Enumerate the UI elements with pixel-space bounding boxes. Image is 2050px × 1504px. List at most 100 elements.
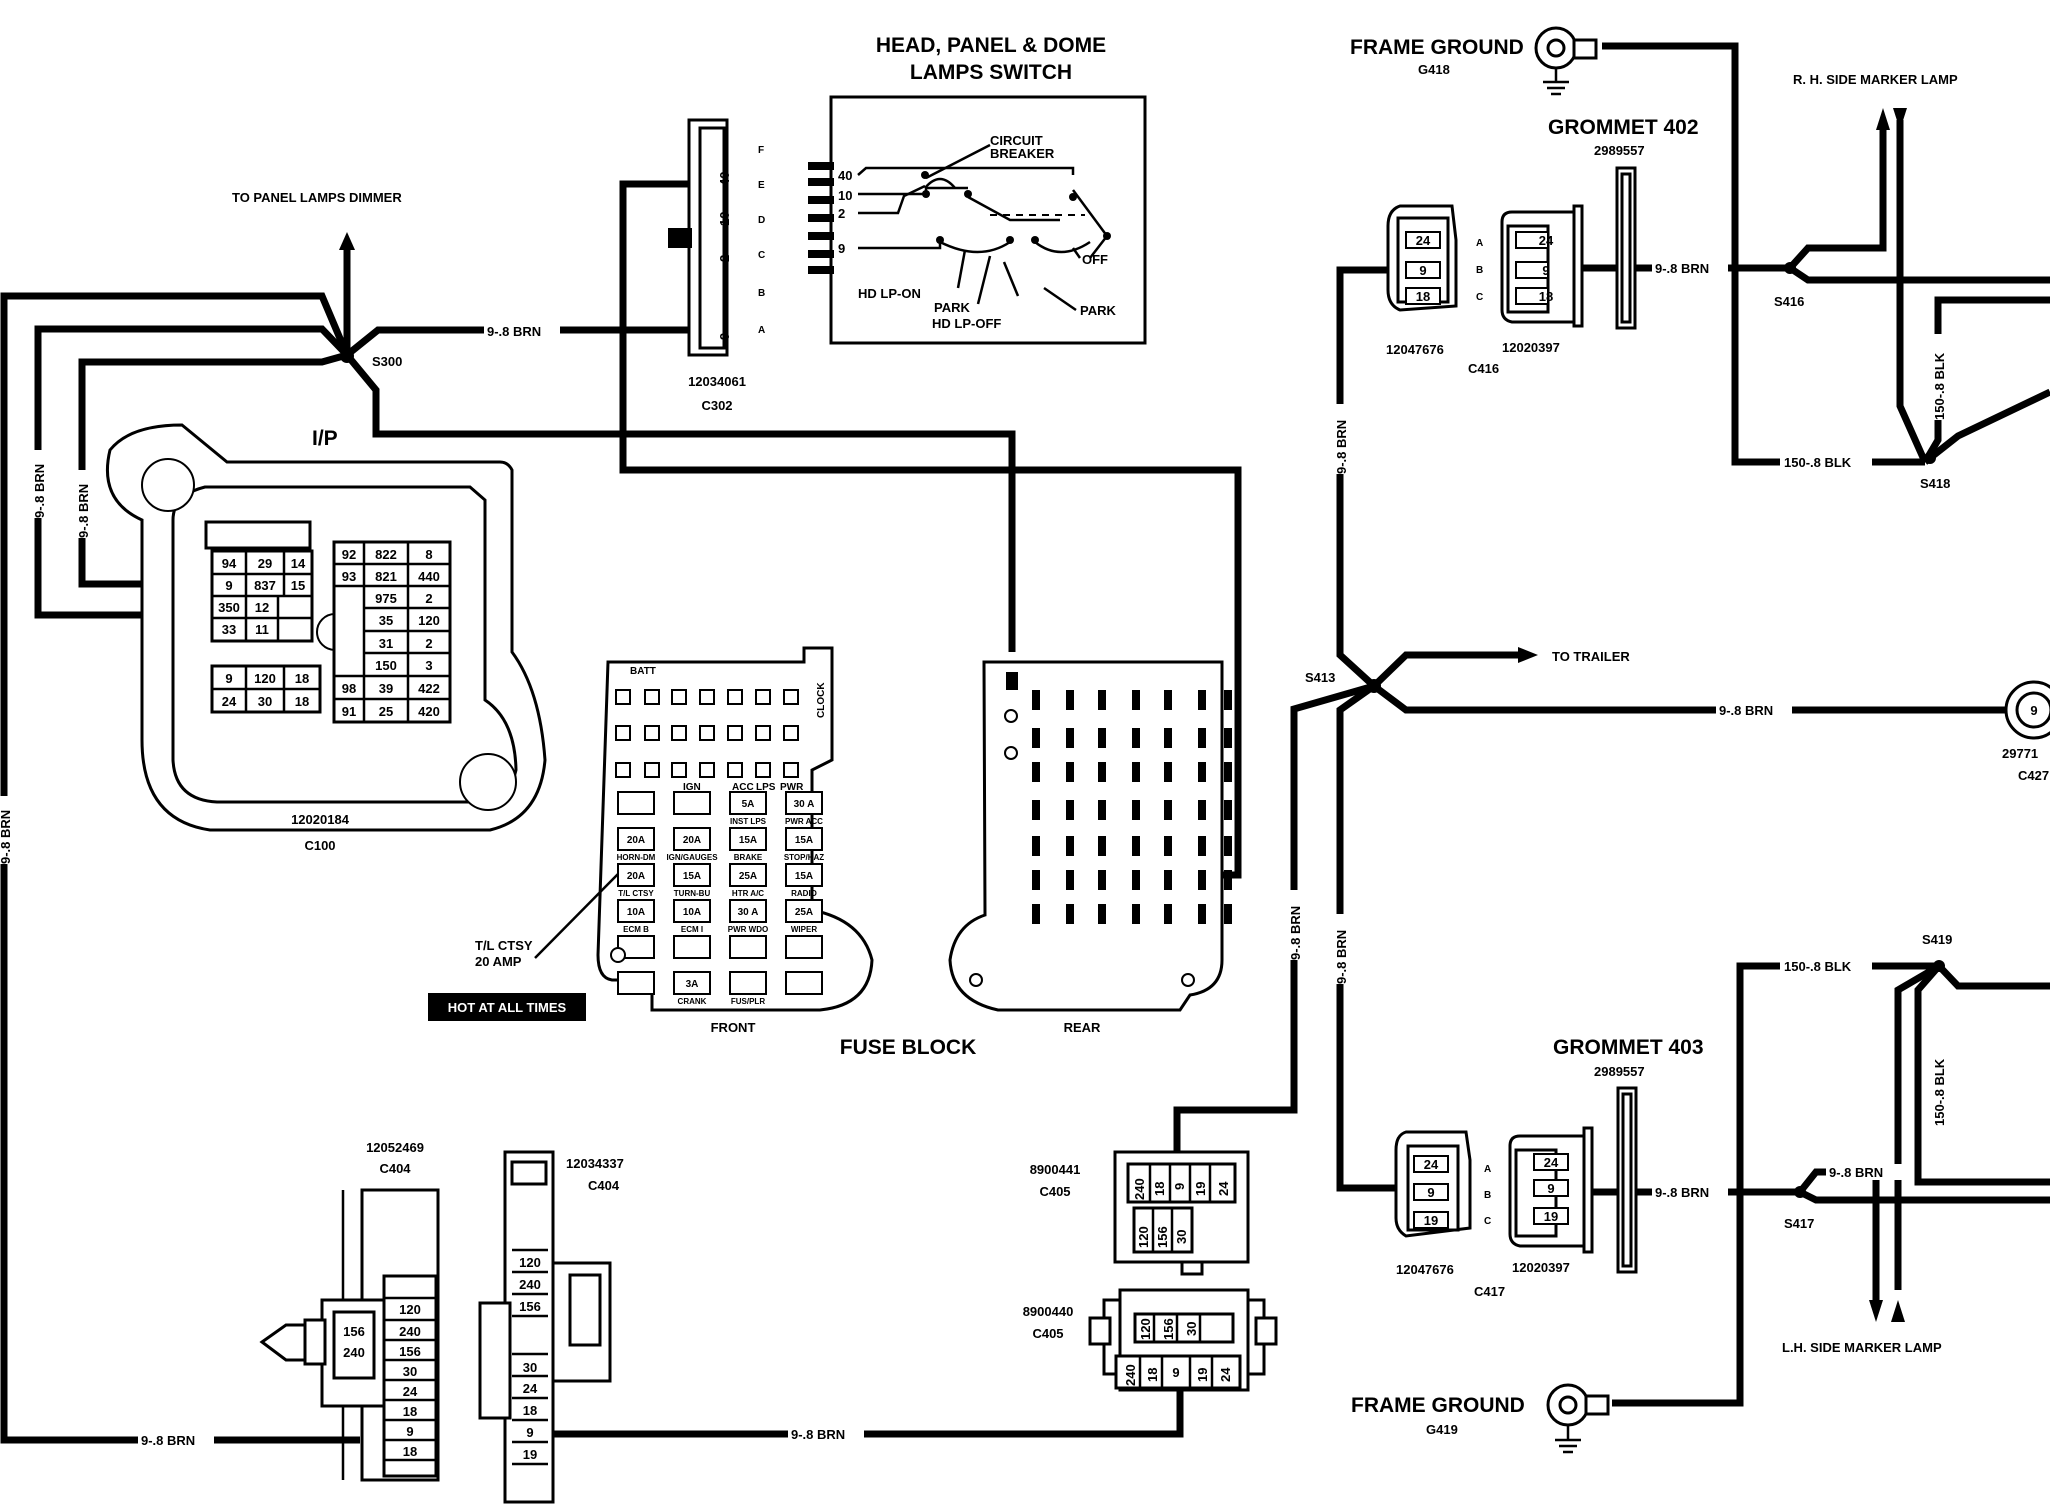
fuse-slot — [785, 827, 823, 851]
c417-m-19: 19 — [1544, 1209, 1558, 1224]
c302-letter-a: A — [758, 325, 765, 336]
ip-right-grid: 92 822 8 93 821 440 975 2 35 120 31 2 15… — [332, 540, 452, 724]
fuse-front-small-grid — [615, 689, 799, 778]
c405-top-18: 18 — [1152, 1182, 1167, 1196]
grommet-403-part: 2989557 — [1594, 1064, 1645, 1079]
rear-fuse-terminal — [1066, 904, 1074, 924]
rear-fuse-terminal — [1224, 836, 1232, 856]
ip-cell-b120: 120 — [254, 671, 276, 686]
rear-fuse-terminal — [1224, 728, 1232, 748]
c302-letter-c: C — [758, 250, 765, 261]
c302-pin-10: 10 — [717, 212, 732, 226]
rear-fuse-terminal — [1098, 690, 1106, 710]
c302-letter-f: F — [758, 145, 764, 156]
fuse-slot — [729, 791, 767, 815]
fuse-name: HTR A/C — [732, 889, 764, 898]
ip-cell-b24: 24 — [222, 694, 237, 709]
c405-bottom-name: C405 — [1032, 1326, 1063, 1341]
fuse-slot — [729, 935, 767, 959]
fuse-name: PWR ACC — [785, 817, 823, 826]
fuse-slot — [673, 791, 711, 815]
panel-lamps-label: TO PANEL LAMPS DIMMER — [232, 190, 402, 205]
s417-splice — [1794, 1186, 1806, 1198]
s413-area: 9-.8 BRN 9-.8 BRN 9-.8 BRN S413 TO TRAIL… — [1284, 404, 2050, 984]
ip-r-975: 975 — [375, 591, 397, 606]
c427-part: 29771 — [2002, 746, 2038, 761]
hot-at-all-times: HOT AT ALL TIMES — [448, 1000, 567, 1015]
wire-left-outer-loop — [0, 292, 360, 1444]
c404-right-pin-240: 240 — [519, 1277, 541, 1292]
wire-c405-s413 — [1173, 682, 1375, 1162]
c405-top-19: 19 — [1193, 1182, 1208, 1196]
rear-fuse-terminal — [1066, 690, 1074, 710]
rear-fuse-terminal — [1032, 690, 1040, 710]
frame-ground-top-name: G418 — [1418, 62, 1450, 77]
ip-cell-15: 15 — [291, 578, 305, 593]
ip-cell-14: 14 — [291, 556, 306, 571]
s300-area: TO PANEL LAMPS DIMMER S300 9-.8 BRN 9-.8… — [0, 190, 560, 864]
ip-r-420: 420 — [418, 704, 440, 719]
ip-r-39: 39 — [379, 681, 393, 696]
c404-left-plug-240: 240 — [343, 1345, 365, 1360]
wire-label-c404-left: 9-.8 BRN — [141, 1433, 195, 1448]
ip-r-2b: 2 — [425, 636, 432, 651]
ip-name: C100 — [304, 838, 335, 853]
switch-pos-hd-lp-on: HD LP-ON — [858, 286, 921, 301]
rear-fuse-terminal — [1164, 800, 1172, 820]
c417-letter-a: A — [1484, 1164, 1491, 1175]
s419-label: S419 — [1922, 932, 1952, 947]
c416-letter-c: C — [1476, 292, 1483, 303]
c302-letter-d: D — [758, 215, 765, 226]
wire-s419-down — [1894, 962, 1941, 1290]
s417-label: S417 — [1784, 1216, 1814, 1231]
fuse-name: T/L CTSY — [618, 889, 654, 898]
ip-cell-350: 350 — [218, 600, 240, 615]
wire-s417-right — [1798, 1188, 2050, 1204]
fuse-hdr-acc: ACC — [732, 782, 754, 793]
c302-part: 12034061 — [688, 374, 746, 389]
c405-top-name: C405 — [1039, 1184, 1070, 1199]
fuse-hdr-pwr: PWR — [780, 782, 804, 793]
c417-letter-c: C — [1484, 1216, 1491, 1227]
grommet-402-label: GROMMET 402 — [1548, 116, 1699, 139]
c405-top: 8900441 C405 240 18 9 19 24 120 156 30 — [1030, 1150, 1250, 1276]
wire-label-c404-right: 9-.8 BRN — [791, 1427, 845, 1442]
fuse-front-label: FRONT — [711, 1020, 756, 1035]
rear-fuse-terminal — [1066, 836, 1074, 856]
ip-r-821: 821 — [375, 569, 397, 584]
c404-left: 12052469 C404 120 240 156 30 24 18 9 18 — [138, 1140, 440, 1482]
wire-left-loop-2 — [34, 325, 350, 619]
wire-s416-branches — [1787, 120, 1887, 271]
c405-bottom: 8900440 C405 120 156 30 240 18 9 19 24 — [1023, 1288, 1278, 1392]
fuse-slot — [785, 791, 823, 815]
rear-fuse-terminal — [1132, 836, 1140, 856]
rear-fuse-terminal — [1198, 728, 1206, 748]
ip-cell-11: 11 — [255, 622, 269, 637]
rear-fuse-terminal — [1098, 904, 1106, 924]
rear-fuse-terminal — [1032, 904, 1040, 924]
rear-fuse-terminal — [1132, 870, 1140, 890]
fuse-amp: 30 A — [794, 799, 815, 810]
switch-pos-park-2: PARK — [1080, 303, 1116, 318]
bottom-right-group: GROMMET 403 2989557 24 9 19 A B C 24 9 1… — [1351, 932, 1952, 1454]
fuse-amp: 20A — [627, 871, 645, 882]
c417-male-part: 12020397 — [1512, 1260, 1570, 1275]
fuse-name: ECM I — [681, 925, 703, 934]
wire-label-blk-bottom: 150-.8 BLK — [1932, 1058, 1947, 1126]
fuse-name: INST LPS — [730, 817, 767, 826]
s416-label: S416 — [1774, 294, 1804, 309]
ip-c100: I/P 94 29 14 9 837 15 350 12 33 11 — [105, 423, 547, 853]
rear-fuse-terminal — [1032, 870, 1040, 890]
c405-bottom-30: 30 — [1184, 1322, 1199, 1336]
wire-s413-c427 — [1371, 683, 2008, 714]
c404-right-part: 12034337 — [566, 1156, 624, 1171]
c404-right-pin-9: 9 — [526, 1425, 533, 1440]
rear-fuse-terminal — [1098, 728, 1106, 748]
lh-marker-label: L.H. SIDE MARKER LAMP — [1782, 1340, 1942, 1355]
c405-bottom-9: 9 — [1172, 1365, 1179, 1380]
rear-fuse-terminal — [1164, 836, 1172, 856]
c417-f-19: 19 — [1424, 1213, 1438, 1228]
c404-right-name: C404 — [588, 1178, 620, 1193]
rear-fuse-terminal — [1164, 762, 1172, 782]
c416-female-part: 12047676 — [1386, 342, 1444, 357]
